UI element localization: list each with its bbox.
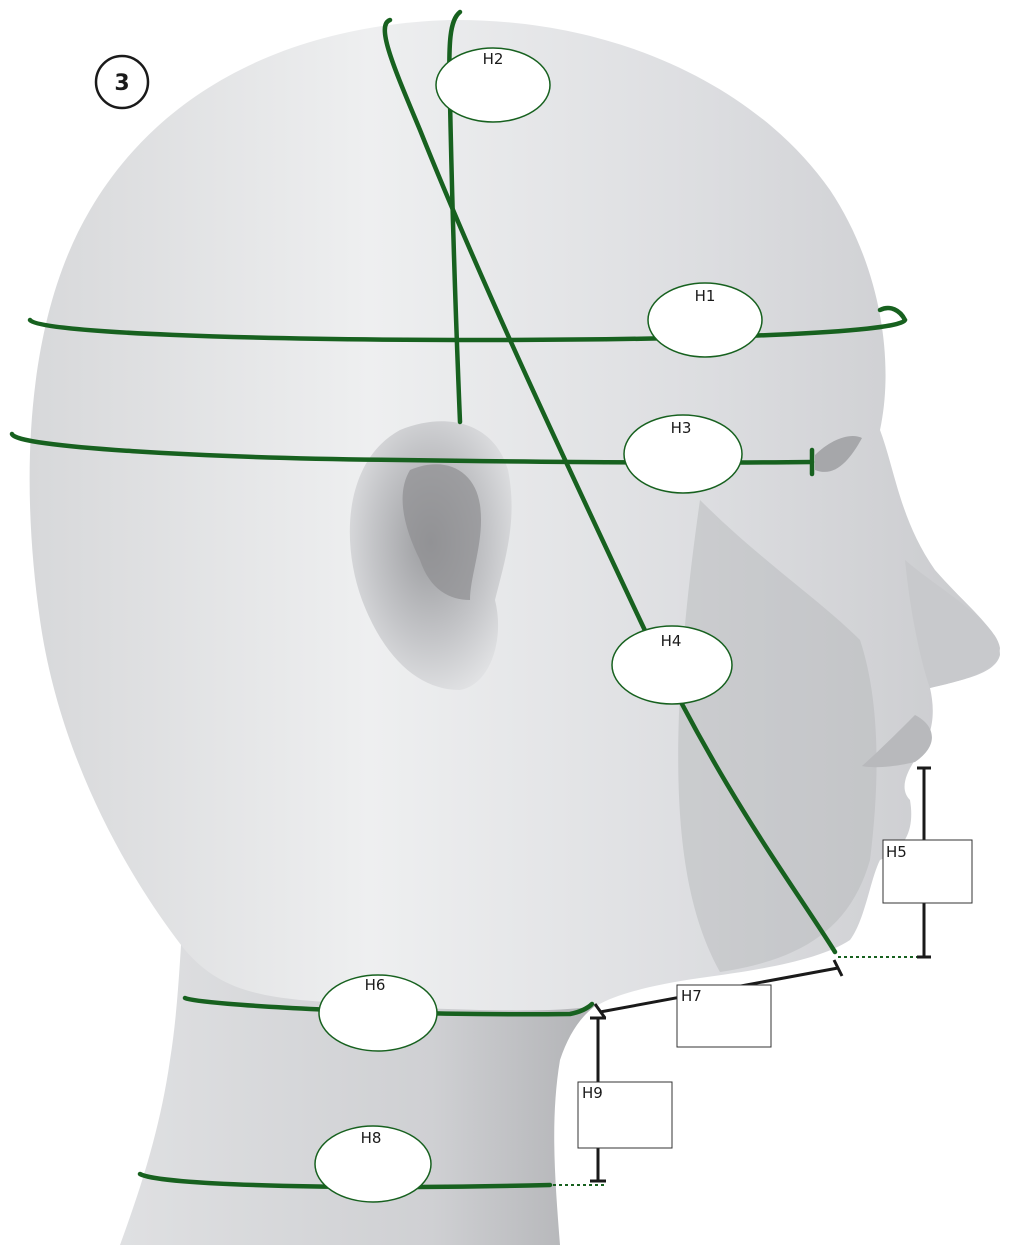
h1-label: H1 [695,287,716,305]
h2-label: H2 [483,50,504,68]
h3-label: H3 [671,419,692,437]
h9-label: H9 [582,1084,603,1102]
step-badge-number: 3 [114,71,129,96]
h7-label: H7 [681,987,702,1005]
head-silhouette [30,20,1000,1245]
h6-label: H6 [365,976,386,994]
h4-label: H4 [661,632,682,650]
step-badge: 3 [96,56,148,108]
h8-label: H8 [361,1129,382,1147]
h5-label: H5 [886,843,907,861]
